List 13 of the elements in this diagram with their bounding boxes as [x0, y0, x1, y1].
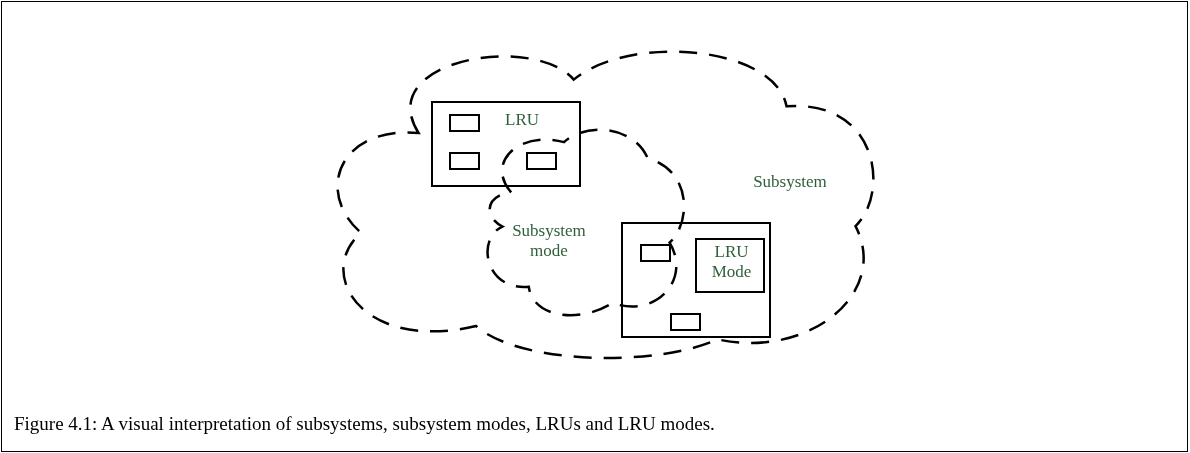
- unit-box: [621, 222, 771, 338]
- small-box: [448, 113, 480, 132]
- region-label: Subsystem: [752, 172, 828, 193]
- mode-box: [694, 237, 765, 293]
- region-label: LRU: [504, 110, 540, 131]
- small-box: [526, 152, 557, 170]
- small-box: [640, 244, 671, 262]
- region-label: Subsystem mode: [511, 221, 587, 262]
- small-box: [448, 151, 480, 170]
- unit-box: [431, 101, 581, 187]
- figure-caption: Figure 4.1: A visual interpretation of subsystems, subsystem modes, LRUs and LRU modes.: [14, 413, 715, 435]
- region-label: LRU Mode: [710, 241, 753, 283]
- small-box: [669, 312, 701, 331]
